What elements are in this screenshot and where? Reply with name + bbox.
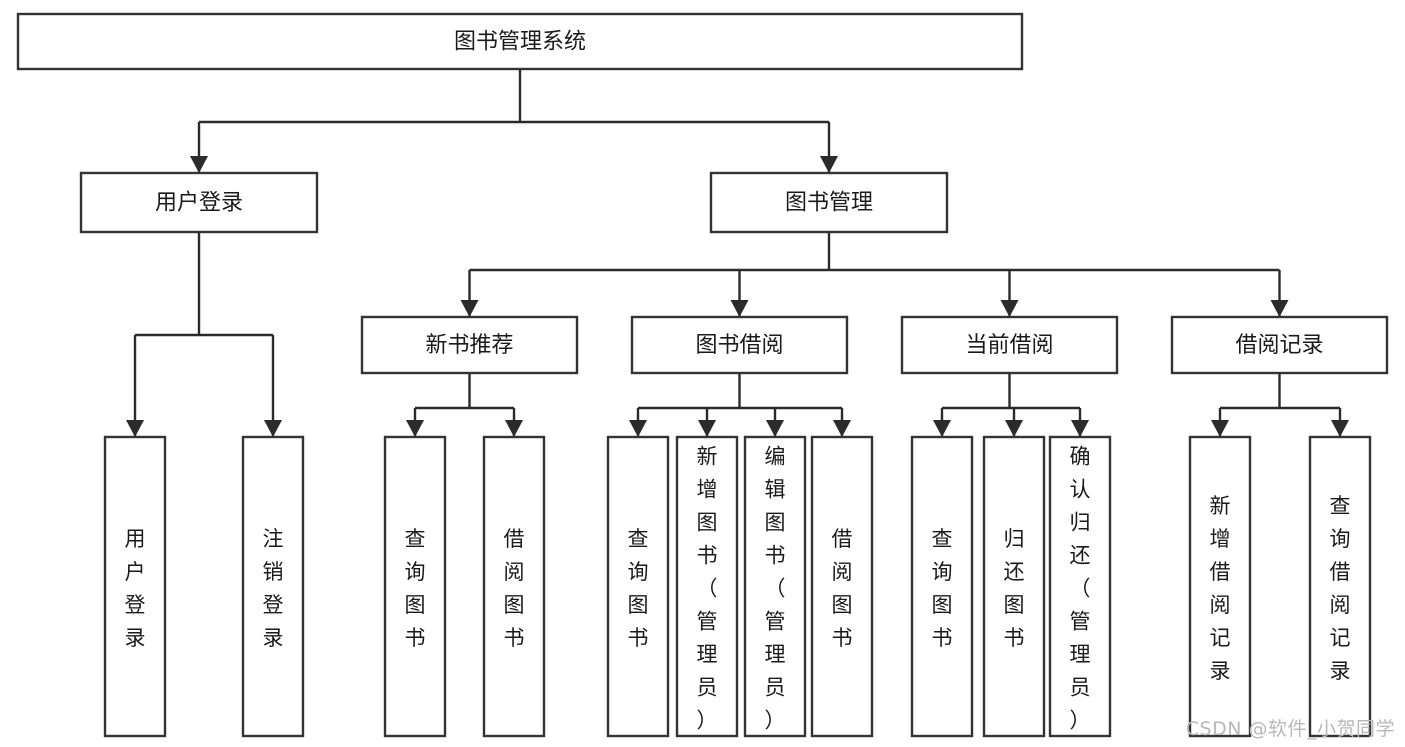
node-label: 新增借阅记录	[1210, 494, 1231, 683]
node-box	[1170, 315, 1389, 375]
node-leaf-confirm-return[interactable]: 确认归还（管理员）	[1048, 435, 1112, 738]
arrowhead-icon	[820, 156, 838, 173]
arrowhead-icon	[698, 420, 716, 437]
arrowhead-icon	[505, 420, 523, 437]
node-current-borrow[interactable]: 当前借阅	[900, 315, 1119, 375]
node-label: 查询借阅记录	[1330, 494, 1351, 683]
node-box	[1308, 435, 1372, 738]
node-label: 用户登录	[155, 191, 243, 216]
node-label: 当前借阅	[965, 333, 1053, 358]
node-label: 查询图书	[932, 527, 953, 650]
arrowhead-icon	[1270, 300, 1289, 317]
arrowhead-icon	[460, 300, 479, 317]
node-leaf-query-borrow-record[interactable]: 查询借阅记录	[1308, 435, 1372, 738]
arrowhead-icon	[629, 420, 647, 437]
node-leaf-user-logout[interactable]: 注销登录	[241, 435, 305, 738]
node-box	[103, 435, 167, 738]
node-label: 编辑图书（管理员）	[765, 445, 786, 733]
node-label: 新增图书（管理员）	[697, 445, 718, 733]
arrowhead-icon	[1211, 420, 1229, 437]
node-box	[1188, 435, 1252, 738]
arrowhead-icon	[730, 300, 749, 317]
node-leaf-borrow-book-recommend[interactable]: 借阅图书	[482, 435, 546, 738]
node-box	[630, 315, 849, 375]
arrowhead-icon	[833, 420, 851, 437]
arrowhead-icon	[264, 420, 282, 437]
node-box	[810, 435, 874, 738]
node-box	[709, 171, 949, 234]
node-box	[360, 315, 579, 375]
node-box	[482, 435, 546, 738]
arrowhead-icon	[1071, 420, 1089, 437]
node-label: 借阅图书	[504, 527, 525, 650]
node-box	[79, 171, 319, 234]
node-label: 新书推荐	[425, 333, 513, 358]
arrowhead-icon	[1331, 420, 1349, 437]
arrowhead-icon	[406, 420, 424, 437]
node-label: 图书借阅	[695, 333, 783, 358]
node-box	[383, 435, 447, 738]
node-label: 图书管理系统	[454, 30, 586, 55]
node-borrow-record[interactable]: 借阅记录	[1170, 315, 1389, 375]
node-leaf-add-book[interactable]: 新增图书（管理员）	[675, 435, 739, 738]
node-box	[606, 435, 670, 738]
node-layer: 图书管理系统用户登录图书管理新书推荐图书借阅当前借阅借阅记录用户登录注销登录查询…	[16, 12, 1389, 738]
node-box	[675, 435, 739, 738]
node-box	[16, 12, 1024, 71]
node-box	[900, 315, 1119, 375]
arrowhead-icon	[190, 156, 208, 173]
node-box	[743, 435, 807, 738]
node-leaf-query-book-borrow[interactable]: 查询图书	[606, 435, 670, 738]
node-book-manage[interactable]: 图书管理	[709, 171, 949, 234]
node-label: 查询图书	[405, 527, 426, 650]
node-new-book-recommend[interactable]: 新书推荐	[360, 315, 579, 375]
arrowhead-icon	[1000, 300, 1019, 317]
node-leaf-user-login[interactable]: 用户登录	[103, 435, 167, 738]
node-book-borrow[interactable]: 图书借阅	[630, 315, 849, 375]
node-leaf-query-book-recommend[interactable]: 查询图书	[383, 435, 447, 738]
node-user-login[interactable]: 用户登录	[79, 171, 319, 234]
arrowhead-icon	[126, 420, 144, 437]
node-label: 借阅图书	[832, 527, 853, 650]
arrowhead-icon	[766, 420, 784, 437]
node-label: 图书管理	[785, 191, 873, 216]
node-label: 注销登录	[263, 527, 284, 650]
node-box	[1048, 435, 1112, 738]
arrowhead-icon	[933, 420, 951, 437]
node-label: 归还图书	[1004, 527, 1025, 650]
node-leaf-borrow-book[interactable]: 借阅图书	[810, 435, 874, 738]
node-leaf-add-borrow-record[interactable]: 新增借阅记录	[1188, 435, 1252, 738]
node-box	[982, 435, 1046, 738]
node-label: 借阅记录	[1235, 333, 1323, 358]
connector-layer	[126, 69, 1349, 437]
node-leaf-edit-book[interactable]: 编辑图书（管理员）	[743, 435, 807, 738]
node-root-book-management-system[interactable]: 图书管理系统	[16, 12, 1024, 71]
node-label: 确认归还（管理员）	[1070, 445, 1091, 733]
node-label: 查询图书	[628, 527, 649, 650]
node-box	[241, 435, 305, 738]
node-label: 用户登录	[125, 527, 146, 650]
node-leaf-query-book-current[interactable]: 查询图书	[910, 435, 974, 738]
node-box	[910, 435, 974, 738]
arrowhead-icon	[1005, 420, 1023, 437]
node-leaf-return-book[interactable]: 归还图书	[982, 435, 1046, 738]
